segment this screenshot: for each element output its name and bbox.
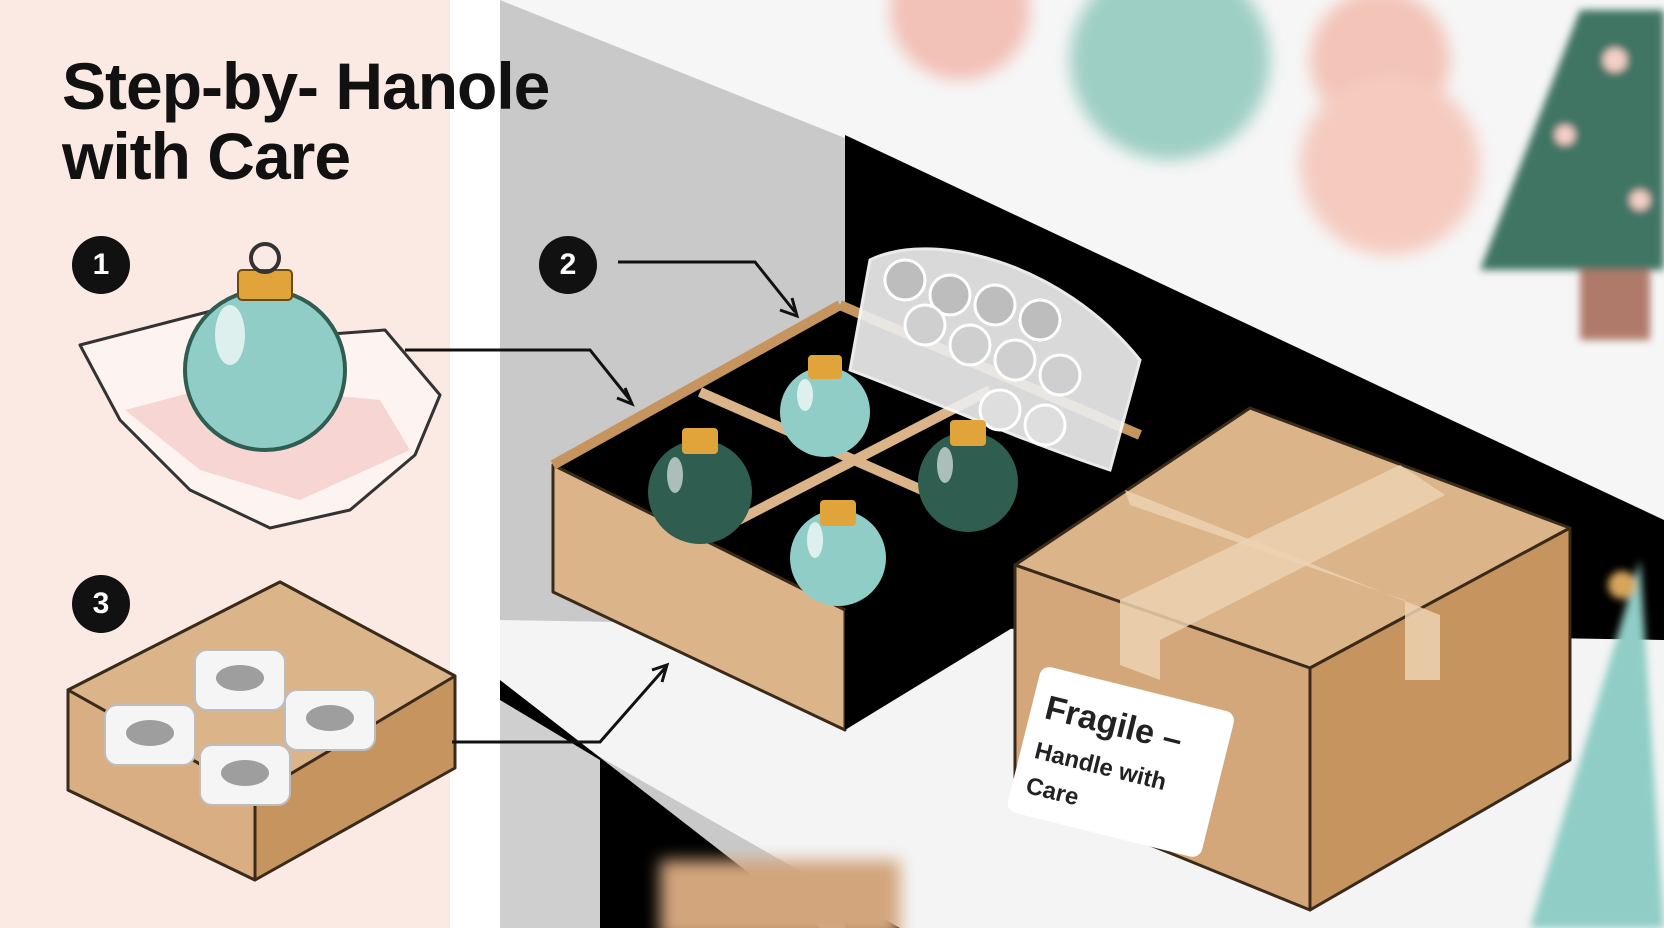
christmas-tree-icon bbox=[1530, 560, 1664, 928]
step-1-ornament-in-tissue bbox=[78, 242, 442, 530]
christmas-tree-icon bbox=[1480, 10, 1664, 340]
step-2-divided-box bbox=[550, 247, 1142, 732]
step-3-badge: 3 bbox=[72, 575, 130, 633]
background-ornaments bbox=[660, 0, 1480, 928]
shelf-bottom-grey bbox=[500, 700, 600, 928]
packing-tape bbox=[1120, 465, 1445, 680]
arrow-icon bbox=[405, 348, 635, 407]
cardboard-box-icon bbox=[1013, 406, 1572, 912]
ornament-icon bbox=[648, 428, 752, 544]
ornament-icon bbox=[918, 420, 1018, 532]
ornament-icon bbox=[780, 355, 870, 457]
title-line-2: with Care bbox=[62, 118, 351, 193]
arrow-icon bbox=[618, 260, 800, 319]
page-title: Step-by- Hanole with Care bbox=[62, 49, 682, 193]
step-2-badge: 2 bbox=[539, 236, 597, 294]
bubble-wrap-icon bbox=[848, 247, 1142, 472]
step-3-box-with-inserts bbox=[66, 580, 457, 882]
ornament-icon bbox=[183, 242, 347, 452]
pink-ornament-icon bbox=[890, 0, 1030, 80]
step-1-badge: 1 bbox=[72, 236, 130, 294]
pink-ornament-icon bbox=[1300, 75, 1480, 255]
packing-tape bbox=[1125, 490, 1440, 680]
ornament-icon bbox=[790, 500, 886, 606]
box-blur bbox=[660, 860, 900, 928]
arrow-icon bbox=[452, 662, 670, 744]
egg-crate-insert-icon bbox=[104, 649, 376, 806]
title-line-1: Step-by- Hanole bbox=[62, 49, 550, 123]
teal-ornament-icon bbox=[1070, 0, 1270, 160]
